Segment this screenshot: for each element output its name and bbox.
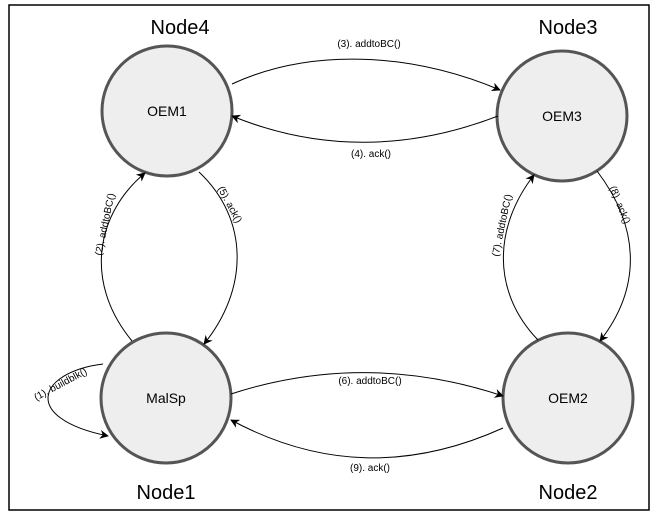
edge-7-arrow	[502, 174, 539, 341]
node1-label: MalSp	[146, 390, 186, 406]
node4-title: Node4	[151, 17, 210, 39]
node1-title: Node1	[137, 482, 196, 504]
node1-circle	[99, 331, 233, 465]
node1: Node1 MalSp	[99, 331, 233, 504]
edge-8-arrow	[596, 170, 631, 342]
edge-6-label: (6). addtoBC()	[338, 376, 401, 387]
node4: Node4 OEM1	[100, 17, 234, 178]
edge-3-arrow	[231, 58, 501, 91]
node3-label: OEM3	[542, 108, 582, 124]
edge-2-arrow	[100, 172, 146, 342]
edge-1-arrow	[47, 363, 109, 439]
node2-title: Node2	[539, 482, 598, 504]
node2-label: OEM2	[548, 390, 588, 406]
node4-label: OEM1	[147, 103, 187, 119]
edge-4-label: (4). ack()	[351, 149, 391, 160]
node3-title: Node3	[539, 17, 598, 39]
edge-9-arrow	[230, 419, 504, 459]
edge-3-label: (3). addtoBC()	[337, 39, 400, 50]
edge-9-label: (9). ack()	[350, 463, 390, 474]
node2: Node2 OEM2	[501, 331, 635, 504]
edge-4-arrow	[231, 114, 499, 143]
node3: Node3 OEM3	[495, 17, 629, 183]
node4-circle	[100, 44, 234, 178]
edge-6-arrow	[230, 372, 504, 398]
node2-circle	[501, 331, 635, 465]
edge-5-arrow	[198, 171, 238, 345]
